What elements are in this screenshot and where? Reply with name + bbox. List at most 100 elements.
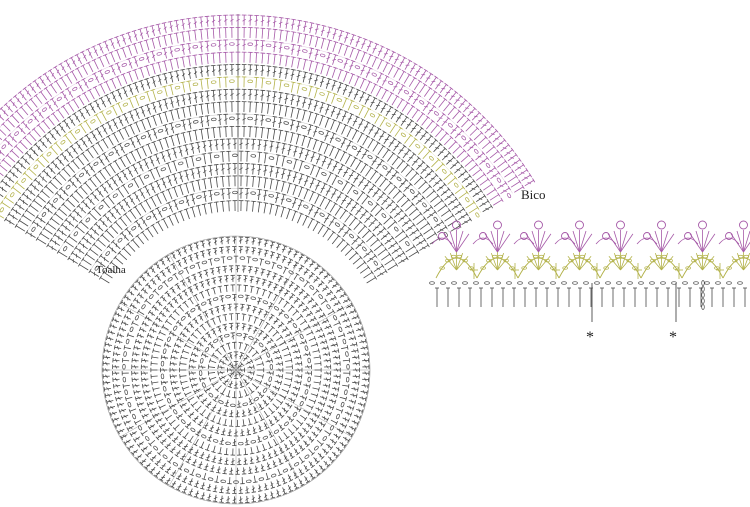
- stitch-symbol: [22, 86, 32, 97]
- stitch-symbol: [232, 391, 237, 399]
- chain-stitch: [157, 129, 164, 133]
- stitch-symbol: [331, 451, 339, 459]
- stitch-symbol: [159, 177, 167, 189]
- stitch-symbol: [291, 210, 298, 222]
- chain-stitch: [195, 157, 202, 161]
- stitch-symbol: [309, 177, 317, 189]
- stitch-symbol: [135, 234, 145, 245]
- stitch-symbol: [439, 82, 449, 94]
- stitch-symbol: [256, 445, 261, 454]
- stitch-symbol: [251, 495, 256, 503]
- stitch-symbol: [207, 258, 213, 266]
- stitch-symbol: [102, 367, 110, 373]
- stitch-symbol: [279, 394, 287, 400]
- stitch-symbol: [211, 89, 216, 101]
- stitch-symbol: [26, 166, 37, 176]
- chain-stitch: [461, 135, 467, 141]
- stitch-symbol: [162, 305, 170, 313]
- chain-stitch: [265, 118, 271, 122]
- stitch-symbol: [198, 53, 204, 65]
- olive-shell-post: [620, 252, 628, 271]
- stitch-symbol: [128, 408, 137, 414]
- stitch-symbol: [348, 73, 356, 85]
- stitch-symbol: [346, 405, 355, 411]
- stitch-symbol: [262, 333, 270, 341]
- stitch-symbol: [388, 185, 398, 195]
- stitch-symbol: [232, 496, 237, 504]
- stitch-symbol: [318, 464, 326, 472]
- chain-stitch: [250, 191, 256, 195]
- stitch-symbol: [68, 213, 79, 223]
- stitch-symbol: [191, 459, 197, 467]
- stitch-symbol: [411, 191, 422, 201]
- stitch-symbol: [241, 419, 247, 427]
- stitch-symbol: [266, 90, 272, 102]
- stitch-symbol: [225, 246, 231, 254]
- stitch-symbol: [287, 169, 293, 181]
- stitch-symbol: [245, 375, 254, 382]
- stitch-symbol: [303, 292, 310, 300]
- stitch-symbol: [288, 397, 296, 404]
- stitch-symbol: [254, 39, 259, 51]
- stitch-symbol: [232, 163, 238, 174]
- stitch-symbol: [241, 64, 247, 75]
- stitch-symbol: [245, 187, 250, 199]
- stitch-symbol: [175, 259, 182, 267]
- stitch-symbol: [393, 140, 402, 151]
- chain-stitch: [284, 46, 290, 50]
- stitch-symbol: [293, 145, 299, 157]
- stitch-symbol: [284, 17, 290, 29]
- stitch-symbol: [72, 208, 82, 218]
- stitch-symbol: [98, 217, 108, 228]
- purple-picot: [698, 220, 707, 230]
- stitch-symbol: [287, 474, 294, 482]
- stitch-symbol: [251, 175, 256, 187]
- stitch-symbol: [150, 76, 156, 88]
- chain-stitch: [192, 82, 199, 86]
- chain-stitch: [60, 140, 66, 145]
- stitch-symbol: [27, 131, 37, 142]
- stitch-symbol: [314, 374, 322, 379]
- chain-stitch: [10, 192, 15, 198]
- stitch-symbol: [254, 27, 259, 39]
- stitch-symbol: [212, 485, 218, 493]
- chain-stitch: [143, 174, 150, 179]
- stitch-symbol: [159, 151, 166, 163]
- stitch-symbol: [312, 412, 320, 419]
- stitch-symbol: [366, 233, 376, 243]
- stitch-symbol: [206, 298, 212, 306]
- stitch-symbol: [212, 394, 219, 403]
- stitch-symbol: [115, 396, 123, 402]
- stitch-symbol: [230, 448, 235, 456]
- stitch-symbol: [38, 90, 48, 101]
- stitch-symbol: [305, 310, 314, 318]
- stitch-symbol: [260, 268, 266, 276]
- stitch-symbol: [469, 183, 480, 193]
- chain-stitch: [434, 111, 439, 116]
- chain-stitch: [98, 204, 104, 210]
- stitch-symbol: [170, 380, 178, 386]
- stitch-symbol: [139, 105, 146, 117]
- chain-stitch: [362, 246, 367, 252]
- chain-stitch: [246, 479, 252, 484]
- stitch-symbol: [131, 371, 139, 376]
- stitch-symbol: [92, 173, 102, 184]
- stitch-symbol: [245, 236, 250, 245]
- stitch-symbol: [228, 410, 234, 418]
- stitch-symbol: [265, 472, 271, 481]
- stitch-symbol: [288, 336, 296, 343]
- stitch-symbol: [421, 115, 430, 126]
- stitch-symbol: [227, 303, 232, 311]
- stitch-symbol: [281, 142, 287, 154]
- stitch-symbol: [214, 201, 219, 213]
- stitch-symbol: [249, 275, 255, 284]
- stitch-symbol: [419, 221, 431, 230]
- stitch-symbol: [183, 266, 190, 274]
- purple-fan-post: [572, 230, 580, 253]
- chain-stitch: [385, 122, 391, 127]
- stitch-symbol: [121, 246, 132, 256]
- stitch-symbol: [342, 436, 351, 443]
- stitch-symbol: [235, 467, 240, 475]
- chain-stitch: [269, 364, 274, 370]
- stitch-symbol: [203, 269, 209, 277]
